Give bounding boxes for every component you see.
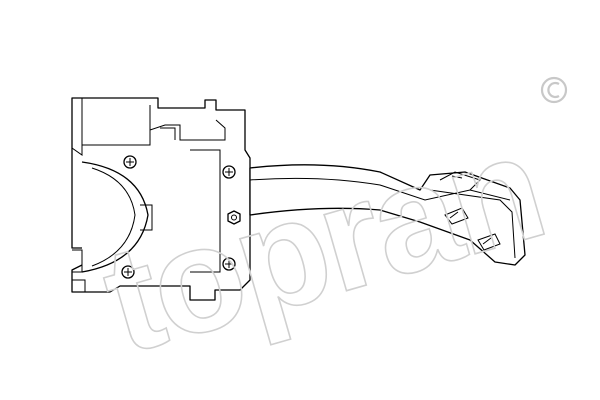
wiper-symbol-icon	[444, 207, 469, 225]
screw-icon	[121, 265, 135, 279]
switch-body	[71, 97, 251, 301]
screw-icon	[222, 257, 236, 271]
screw-icon	[123, 155, 137, 169]
wiper-symbol-icon	[477, 233, 501, 251]
wiper-stalk	[249, 164, 526, 266]
nut-icon	[227, 210, 241, 225]
screw-icon	[222, 165, 236, 179]
